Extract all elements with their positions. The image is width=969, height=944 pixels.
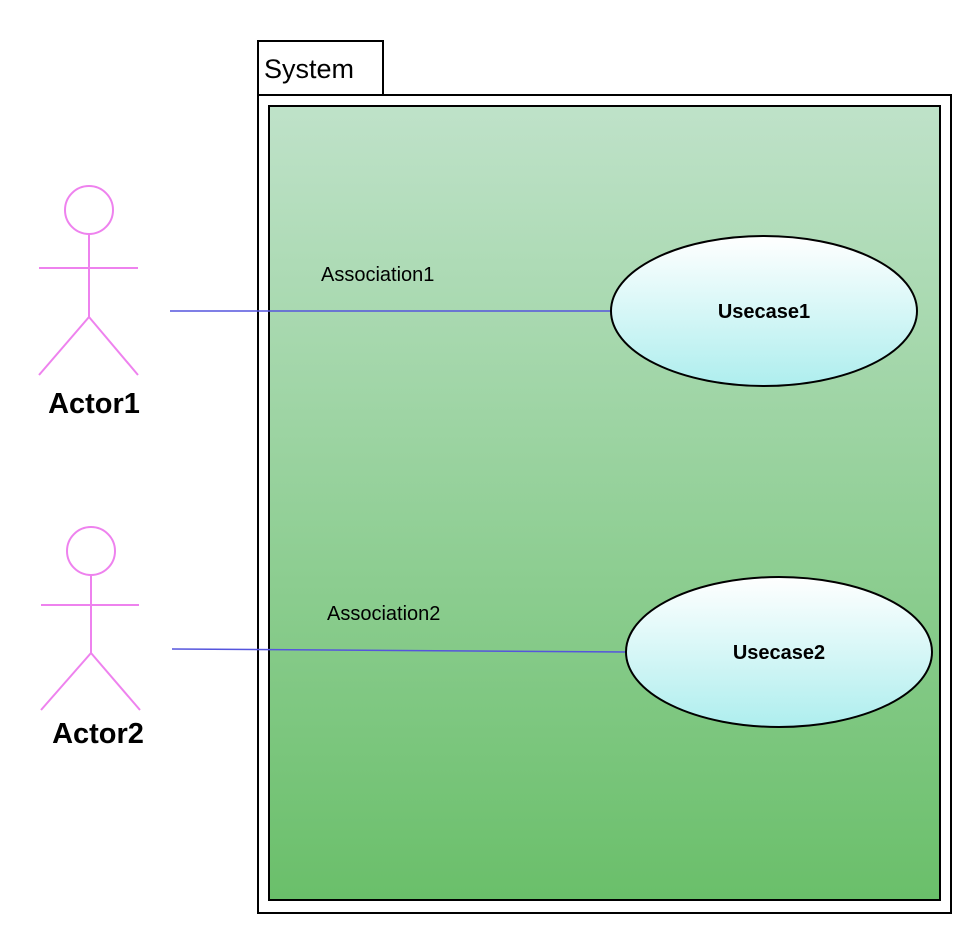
system-body	[268, 105, 941, 901]
actor-1[interactable]: Actor1	[38, 185, 140, 420]
usecase-1[interactable]: Usecase1	[610, 235, 918, 387]
actor-1-stick-figure-icon	[38, 185, 139, 376]
actor-1-label: Actor1	[48, 388, 140, 420]
actor-2-label: Actor2	[52, 718, 144, 750]
actor-2[interactable]: Actor2	[40, 526, 144, 750]
system-tab	[257, 40, 384, 96]
usecase-1-ellipse[interactable]	[610, 235, 918, 387]
association-1[interactable]: Association1	[170, 264, 613, 312]
association-2-line[interactable]	[171, 648, 629, 653]
association-2-label: Association2	[327, 603, 440, 625]
association-1-label: Association1	[321, 264, 434, 286]
usecase-2[interactable]: Usecase2	[625, 576, 933, 728]
usecase-2-ellipse[interactable]	[625, 576, 933, 728]
usecase-1-label: Usecase1	[718, 301, 810, 323]
system-label: System	[264, 54, 354, 84]
actor-2-stick-figure-icon	[40, 526, 141, 711]
system-boundary[interactable]: System	[257, 40, 952, 914]
association-2[interactable]: Association2	[171, 603, 629, 653]
usecase-2-label: Usecase2	[733, 642, 825, 664]
